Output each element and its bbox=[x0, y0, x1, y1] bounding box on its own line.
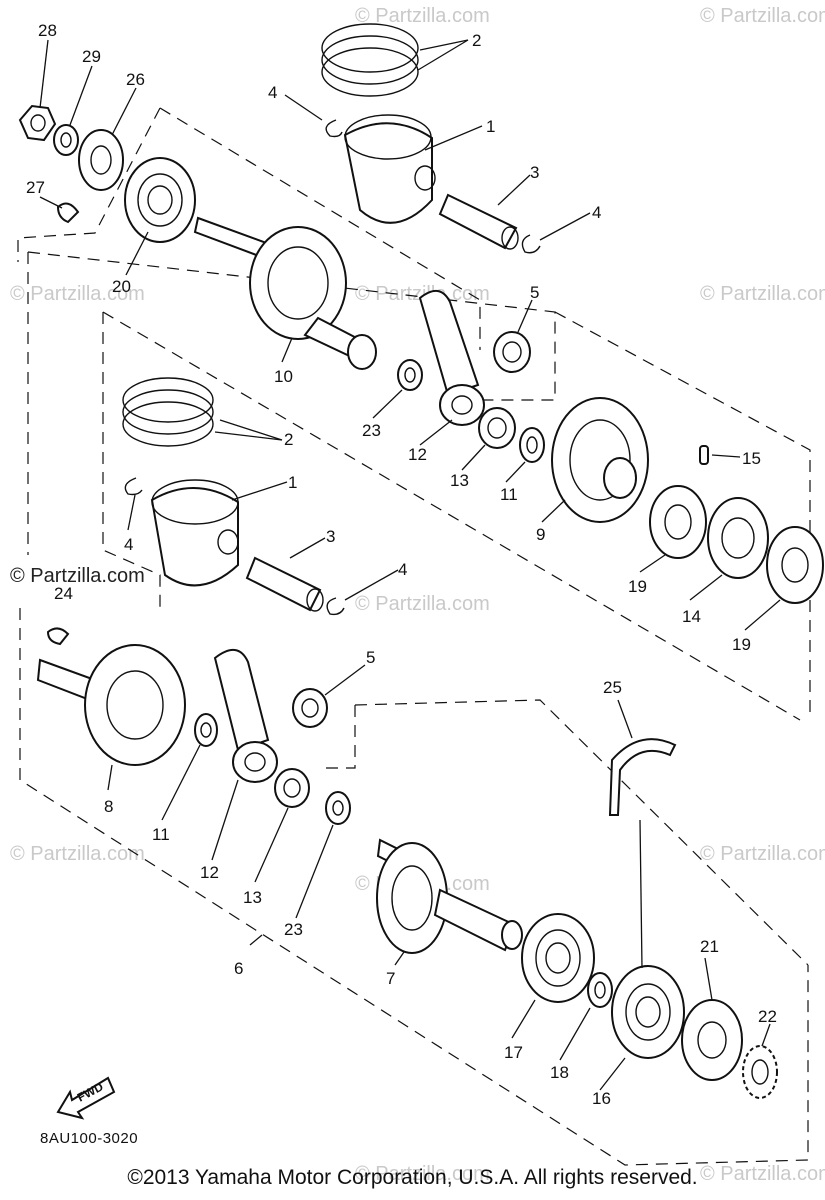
watermark: © Partzilla.com bbox=[10, 843, 145, 865]
callout-4-lower-b: 4 bbox=[398, 560, 407, 579]
callout-3-upper: 3 bbox=[530, 163, 539, 182]
callout-1-upper: 1 bbox=[486, 117, 495, 136]
callout-3-lower: 3 bbox=[326, 527, 335, 546]
callout-2-lower: 2 bbox=[284, 430, 293, 449]
callout-29: 29 bbox=[82, 47, 101, 66]
part-crank-half-8 bbox=[36, 644, 186, 766]
part-piston-upper bbox=[343, 114, 436, 224]
part-needle-bearing-lower-13 bbox=[274, 768, 310, 808]
part-washer-11-upper bbox=[519, 427, 545, 463]
part-conrod-upper bbox=[418, 290, 485, 426]
diagram-code: 8AU100-3020 bbox=[40, 1130, 139, 1147]
part-clip-upper-b bbox=[521, 234, 541, 254]
callout-19-a: 19 bbox=[628, 577, 647, 596]
part-conrod-lower bbox=[213, 649, 278, 783]
part-bearing-20 bbox=[124, 157, 196, 243]
watermark: © Partzilla.com bbox=[355, 283, 490, 305]
callout-25: 25 bbox=[603, 678, 622, 697]
callout-5-lower: 5 bbox=[366, 648, 375, 667]
part-bearing-14 bbox=[707, 497, 769, 579]
part-bearing-17 bbox=[521, 913, 595, 1003]
part-washer-11-lower bbox=[194, 713, 218, 747]
part-piston-pin-upper bbox=[438, 193, 519, 250]
callout-7: 7 bbox=[386, 969, 395, 988]
callout-11-upper: 11 bbox=[500, 485, 518, 504]
callout-24: 24 bbox=[54, 584, 73, 603]
part-needle-bearing-upper-5 bbox=[493, 331, 531, 373]
part-crank-half-7 bbox=[376, 838, 523, 954]
part-sprocket-22 bbox=[742, 1045, 778, 1099]
callout-12-upper: 12 bbox=[408, 445, 427, 464]
part-bearing-19b bbox=[766, 526, 824, 604]
part-piston-lower bbox=[150, 479, 239, 587]
part-bearing-16 bbox=[611, 965, 685, 1059]
part-oil-seal bbox=[78, 129, 124, 191]
part-lock-washer bbox=[53, 124, 79, 156]
part-bearing-19a bbox=[649, 485, 707, 559]
part-dowel-pin-15 bbox=[699, 445, 709, 465]
part-piston-ring-lower bbox=[122, 377, 214, 447]
watermark: © Partzilla.com bbox=[355, 5, 490, 27]
part-crankshaft-10 bbox=[193, 216, 377, 370]
callout-4-lower-a: 4 bbox=[124, 535, 133, 554]
watermark: © Partzilla.com bbox=[700, 5, 825, 27]
part-clip-lower-b bbox=[326, 597, 345, 616]
callout-13-lower: 13 bbox=[243, 888, 262, 907]
callout-19-b: 19 bbox=[732, 635, 751, 654]
fwd-arrow-icon: FWD bbox=[56, 1076, 116, 1120]
watermark: © Partzilla.com bbox=[355, 1163, 490, 1185]
callout-2-upper: 2 bbox=[472, 31, 481, 50]
part-nut bbox=[18, 104, 57, 142]
part-oil-seal-21 bbox=[681, 999, 743, 1081]
part-needle-bearing-upper-13 bbox=[478, 407, 516, 449]
callout-17: 17 bbox=[504, 1043, 523, 1062]
watermark-primary: © Partzilla.com bbox=[10, 565, 145, 587]
callout-20: 20 bbox=[112, 277, 131, 296]
watermark: © Partzilla.com bbox=[700, 283, 825, 305]
part-circlip-25 bbox=[608, 738, 677, 816]
callout-26: 26 bbox=[126, 70, 145, 89]
part-washer-23-upper bbox=[397, 359, 423, 391]
callout-10: 10 bbox=[274, 367, 293, 386]
part-washer-18 bbox=[587, 972, 613, 1008]
copyright-notice: ©2013 Yamaha Motor Corporation, U.S.A. A… bbox=[127, 1166, 698, 1189]
part-washer-23-lower bbox=[325, 791, 351, 825]
callout-21: 21 bbox=[700, 937, 719, 956]
callout-18: 18 bbox=[550, 1063, 569, 1082]
part-flywheel-9 bbox=[551, 397, 649, 523]
callout-23-upper: 23 bbox=[362, 421, 381, 440]
part-needle-bearing-lower-5 bbox=[292, 688, 328, 728]
part-clip-lower-a bbox=[124, 477, 143, 496]
callout-14: 14 bbox=[682, 607, 701, 626]
part-piston-pin-lower bbox=[245, 556, 324, 612]
callout-12-lower: 12 bbox=[200, 863, 219, 882]
callout-15: 15 bbox=[742, 449, 761, 468]
callout-6: 6 bbox=[234, 959, 243, 978]
callout-13-upper: 13 bbox=[450, 471, 469, 490]
watermark: © Partzilla.com bbox=[10, 283, 145, 305]
assembly-boundaries bbox=[17, 107, 811, 1166]
callout-9: 9 bbox=[536, 525, 545, 544]
part-clip-upper-a bbox=[325, 119, 343, 138]
callout-28: 28 bbox=[38, 21, 57, 40]
watermark: © Partzilla.com bbox=[355, 593, 490, 615]
part-piston-ring-upper bbox=[321, 23, 419, 97]
part-key bbox=[56, 202, 80, 224]
callout-23-lower: 23 bbox=[284, 920, 303, 939]
callouts: 28 29 26 27 20 2 4 1 3 4 5 10 23 12 13 1… bbox=[26, 21, 777, 1108]
callout-5-upper: 5 bbox=[530, 283, 539, 302]
callout-8: 8 bbox=[104, 797, 113, 816]
callout-11-lower: 11 bbox=[152, 825, 170, 844]
watermark: © Partzilla.com bbox=[700, 843, 825, 865]
callout-4-upper-a: 4 bbox=[268, 83, 277, 102]
callout-1-lower: 1 bbox=[288, 473, 297, 492]
callout-27: 27 bbox=[26, 178, 45, 197]
callout-4-upper-b: 4 bbox=[592, 203, 601, 222]
part-key-24 bbox=[46, 627, 70, 646]
watermark: © Partzilla.com bbox=[700, 1163, 825, 1185]
callout-22: 22 bbox=[758, 1007, 777, 1026]
leader-lines bbox=[39, 39, 781, 1091]
callout-16: 16 bbox=[592, 1089, 611, 1108]
